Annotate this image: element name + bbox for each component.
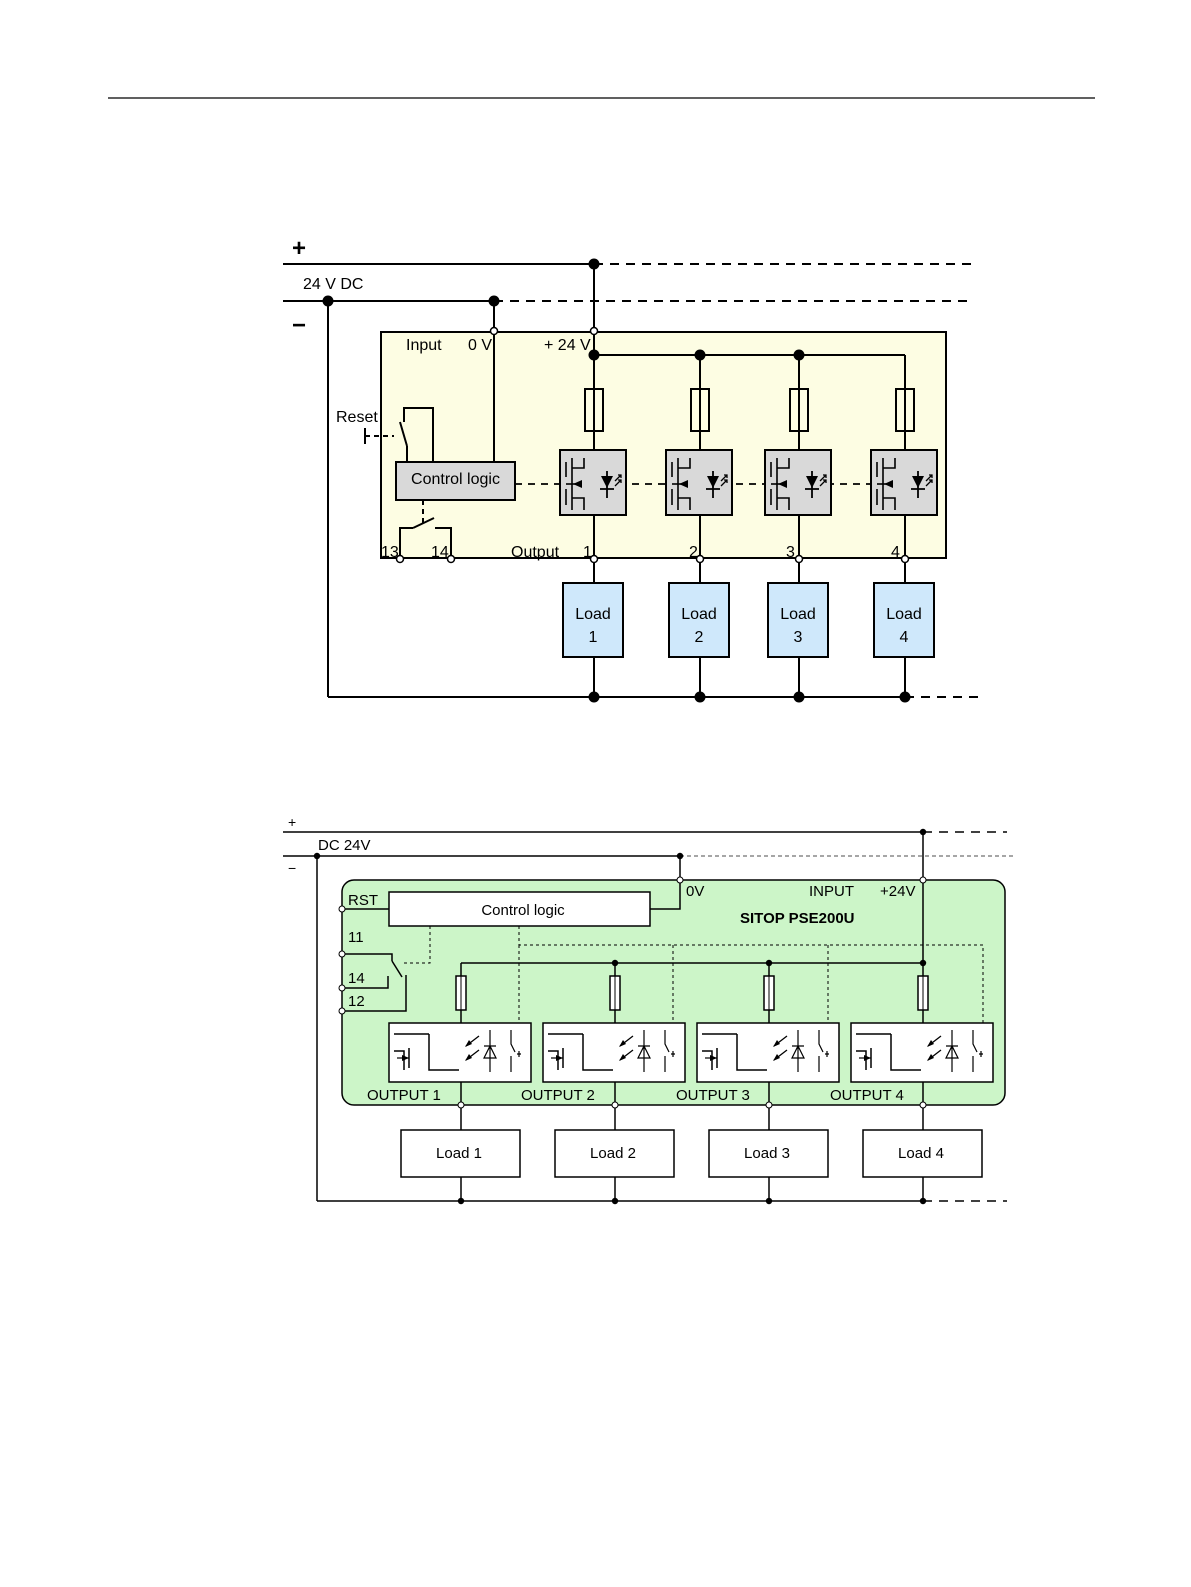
d1-24v-label: + 24 V xyxy=(544,337,591,354)
d1-output-num-2: 2 xyxy=(689,544,698,561)
d1-reset-label: Reset xyxy=(336,409,378,426)
d1-output-num-1: 1 xyxy=(583,544,592,561)
d1-load-2-num: 2 xyxy=(695,629,704,646)
d1-junction-dot xyxy=(900,692,911,703)
d2-supply-label: DC 24V xyxy=(318,837,371,854)
d2-load-4-label: Load 4 xyxy=(898,1145,944,1162)
d1-junction-dot xyxy=(695,692,706,703)
d2-junction-dot xyxy=(920,960,926,966)
d2-terminal-rst xyxy=(339,906,345,912)
d2-terminal-24v xyxy=(920,877,926,883)
d2-load-2-label: Load 2 xyxy=(590,1145,636,1162)
d1-0v-label: 0 V xyxy=(468,337,492,354)
d1-load-4-num: 4 xyxy=(900,629,909,646)
d2-output-3-label: OUTPUT 3 xyxy=(676,1087,750,1104)
d1-supply-label: 24 V DC xyxy=(303,276,363,293)
d2-0v-label: 0V xyxy=(686,883,704,900)
diagram-1-block-diagram xyxy=(283,259,978,703)
d1-minus-sign: − xyxy=(292,312,306,339)
d2-junction-dot xyxy=(920,1198,926,1204)
d1-load-1-word: Load xyxy=(575,606,611,623)
d2-junction-dot xyxy=(920,829,926,835)
d2-terminal-12 xyxy=(339,1008,345,1014)
d2-output-4-label: OUTPUT 4 xyxy=(830,1087,904,1104)
d1-output-num-3: 3 xyxy=(786,544,795,561)
d1-switch-2 xyxy=(666,450,732,515)
d2-output-2-label: OUTPUT 2 xyxy=(521,1087,595,1104)
d2-junction-dot xyxy=(612,960,618,966)
d2-switch-3 xyxy=(697,1023,839,1082)
d2-junction-dot xyxy=(766,1198,772,1204)
d2-rst-label: RST xyxy=(348,892,378,909)
d2-junction-dot xyxy=(766,960,772,966)
d1-terminal-13-label: 13 xyxy=(381,544,399,561)
d1-junction-dot xyxy=(489,296,500,307)
d2-plus-sign: + xyxy=(288,814,296,830)
d2-terminal-12-label: 12 xyxy=(348,993,365,1010)
d1-junction-dot xyxy=(695,350,706,361)
d2-terminal-out-1 xyxy=(458,1102,464,1108)
d2-product-label: SITOP PSE200U xyxy=(740,910,855,927)
d1-load-1-num: 1 xyxy=(589,629,598,646)
d1-terminal-14-label: 14 xyxy=(431,544,449,561)
d2-terminal-14-label: 14 xyxy=(348,970,365,987)
d2-24v-label: +24V xyxy=(880,883,915,900)
d1-plus-sign: + xyxy=(292,235,306,262)
d2-load-3-label: Load 3 xyxy=(744,1145,790,1162)
d2-junction-dot xyxy=(612,1198,618,1204)
d1-output-label: Output xyxy=(511,544,560,561)
d2-control-logic-label: Control logic xyxy=(481,902,565,919)
d2-terminal-out-2 xyxy=(612,1102,618,1108)
d2-terminal-11-label: 11 xyxy=(348,929,364,946)
d1-switch-1 xyxy=(560,450,626,515)
d2-input-label: INPUT xyxy=(809,883,854,900)
d1-load-2-word: Load xyxy=(681,606,717,623)
d1-terminal-24v xyxy=(591,328,598,335)
d2-minus-sign: − xyxy=(288,860,296,876)
d1-junction-dot xyxy=(589,259,600,270)
d2-terminal-out-3 xyxy=(766,1102,772,1108)
d1-terminal-0v xyxy=(491,328,498,335)
d1-load-3-word: Load xyxy=(780,606,816,623)
d1-junction-dot xyxy=(794,350,805,361)
d1-load-4-word: Load xyxy=(886,606,922,623)
d2-switch-4 xyxy=(851,1023,993,1082)
d1-module-box xyxy=(381,332,946,558)
d2-switch-1 xyxy=(389,1023,531,1082)
d1-load-3-num: 3 xyxy=(794,629,803,646)
d1-control-logic-label: Control logic xyxy=(411,471,500,488)
d2-junction-dot xyxy=(458,1198,464,1204)
d2-load-1-label: Load 1 xyxy=(436,1145,482,1162)
d2-terminal-0v xyxy=(677,877,683,883)
d2-junction-dot xyxy=(677,853,683,859)
d1-terminal-out-3 xyxy=(796,556,803,563)
d2-terminal-out-4 xyxy=(920,1102,926,1108)
d1-junction-dot xyxy=(323,296,334,307)
d1-junction-dot xyxy=(589,692,600,703)
d1-output-num-4: 4 xyxy=(891,544,900,561)
d1-switch-4 xyxy=(871,450,937,515)
d2-terminal-14 xyxy=(339,985,345,991)
d1-terminal-out-4 xyxy=(902,556,909,563)
d2-switch-2 xyxy=(543,1023,685,1082)
d1-switch-3 xyxy=(765,450,831,515)
d2-terminal-11 xyxy=(339,951,345,957)
d2-output-1-label: OUTPUT 1 xyxy=(367,1087,441,1104)
d1-junction-dot xyxy=(794,692,805,703)
d1-input-label: Input xyxy=(406,337,442,354)
